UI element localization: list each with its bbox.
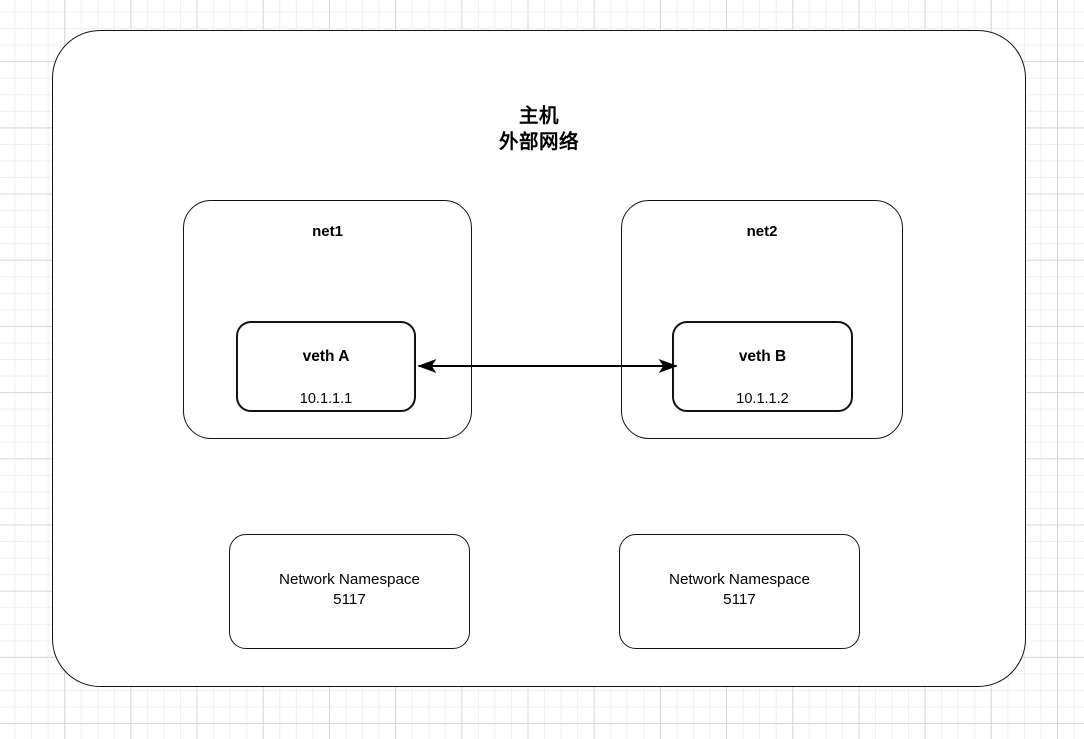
- network-label-net2: net2: [746, 223, 778, 240]
- namespace-label-net2-line2: 5117: [723, 591, 756, 609]
- veth-ip-b: 10.1.1.2: [736, 391, 789, 407]
- namespace-label-net2: Network Namespace 5117: [619, 570, 860, 610]
- host-title-line1: 主机: [518, 105, 559, 127]
- veth-label-a: veth A: [302, 348, 350, 365]
- namespace-box-net1: [229, 534, 470, 649]
- veth-pair-connector-arrow: [417, 358, 678, 374]
- namespace-label-net1-line2: 5117: [333, 591, 366, 609]
- namespace-label-net1: Network Namespace 5117: [229, 570, 470, 610]
- namespace-label-net2-line1: Network Namespace: [669, 571, 810, 588]
- namespace-box-net2: [619, 534, 860, 649]
- host-title-line2: 外部网络: [498, 130, 579, 153]
- namespace-label-net1-line1: Network Namespace: [279, 571, 420, 588]
- veth-box-a: [236, 321, 416, 412]
- host-title: 主机外部网络: [52, 104, 1026, 155]
- network-label-net1: net1: [312, 223, 343, 240]
- veth-label-b: veth B: [738, 348, 787, 365]
- veth-ip-a: 10.1.1.1: [299, 391, 353, 407]
